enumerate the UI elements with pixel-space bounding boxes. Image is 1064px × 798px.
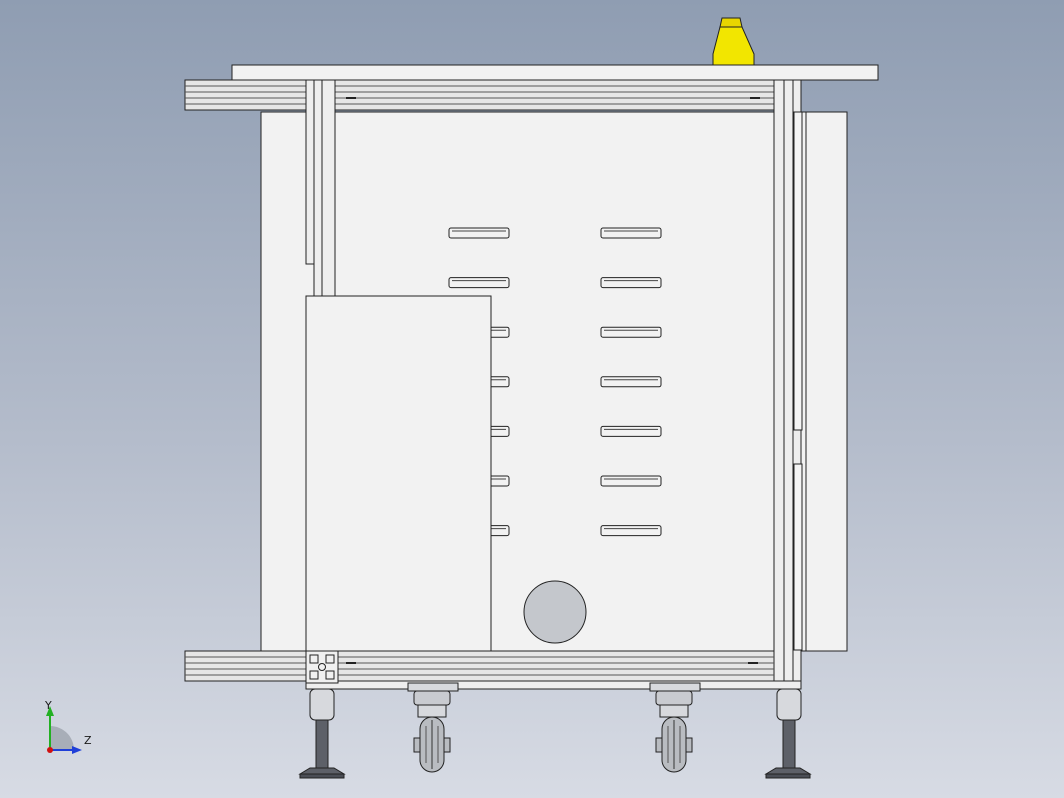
yellow-beacon-light[interactable] bbox=[712, 17, 755, 66]
z-axis-label: Z bbox=[84, 734, 92, 747]
y-axis-arrow-icon bbox=[46, 706, 54, 716]
corner-connector-block[interactable] bbox=[305, 650, 339, 684]
vent-slot bbox=[600, 525, 662, 537]
leveling-foot-left[interactable] bbox=[298, 688, 346, 779]
leveling-foot-right[interactable] bbox=[764, 688, 812, 779]
right-side-panel[interactable] bbox=[805, 111, 848, 652]
vent-slot bbox=[600, 227, 662, 239]
top-extrusion-rail[interactable] bbox=[184, 79, 775, 111]
top-plate[interactable] bbox=[231, 64, 879, 81]
z-axis-arrow-icon bbox=[72, 746, 82, 754]
vent-slot bbox=[600, 475, 662, 487]
vent-slot bbox=[600, 277, 662, 289]
vent-slot bbox=[448, 227, 510, 239]
origin-dot-icon bbox=[47, 747, 53, 753]
vent-slot bbox=[600, 326, 662, 338]
caster-wheel-right[interactable] bbox=[649, 682, 701, 773]
vent-slot bbox=[600, 425, 662, 437]
right-vertical-post[interactable] bbox=[773, 79, 803, 683]
front-door-panel[interactable] bbox=[305, 295, 492, 653]
vent-slot bbox=[448, 277, 510, 289]
left-vertical-post[interactable] bbox=[305, 79, 336, 297]
coordinate-triad bbox=[46, 706, 82, 754]
caster-wheel-left[interactable] bbox=[407, 682, 459, 773]
vent-slot bbox=[600, 376, 662, 388]
y-axis-label: Y bbox=[45, 699, 52, 712]
bottom-extrusion-rail[interactable] bbox=[184, 650, 802, 690]
cable-port-hole[interactable] bbox=[523, 580, 587, 644]
